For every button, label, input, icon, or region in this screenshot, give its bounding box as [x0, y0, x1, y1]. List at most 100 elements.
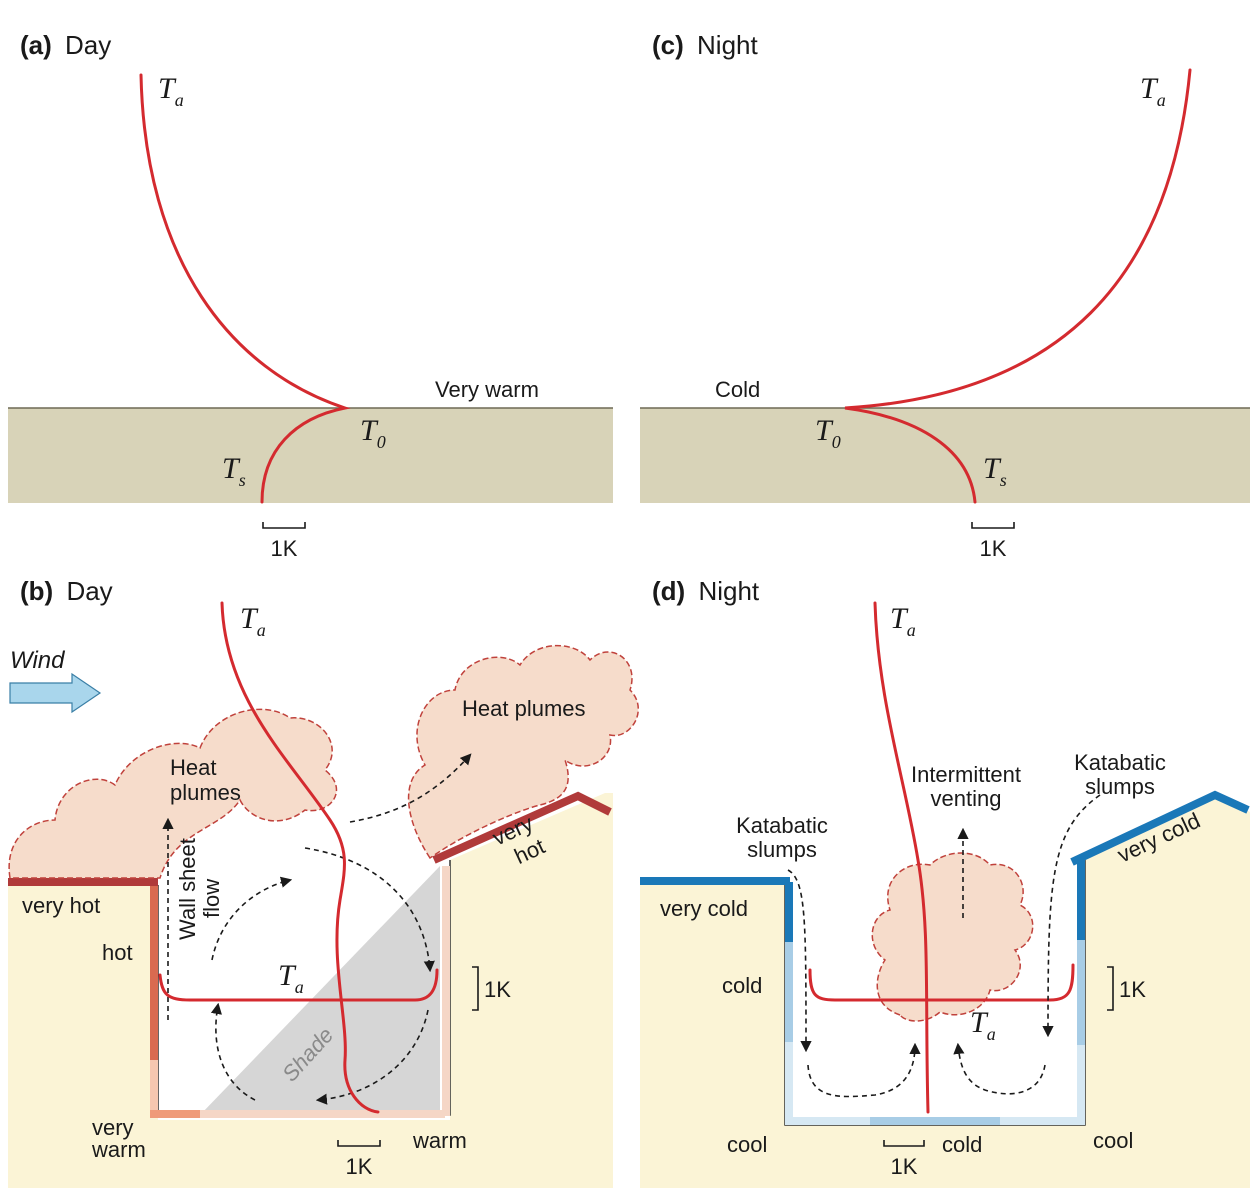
cold-wall-label: cold — [722, 973, 762, 998]
intermittent-venting-line1: Intermittent — [911, 762, 1021, 787]
cool-left-label: cool — [727, 1132, 767, 1157]
ground-layer-c — [640, 408, 1250, 503]
t0-label-a: T0 — [360, 414, 386, 452]
surface-label-a: Very warm — [435, 377, 539, 402]
vortex-arrow-upper-left — [211, 876, 293, 961]
roof-right-d — [1070, 790, 1250, 866]
scale-bar-d-h — [883, 1140, 925, 1147]
heat-plumes-right: Heat plumes — [462, 696, 586, 721]
ta-label-b-canyon: Ta — [278, 959, 304, 997]
cool-wall-right — [1077, 1045, 1085, 1125]
venting-plume — [871, 852, 1034, 1022]
vortex-arrow-lower-left — [210, 1002, 256, 1101]
scale-label-b-v: 1K — [484, 977, 511, 1002]
katabatic-right-line1: Katabatic — [1074, 750, 1166, 775]
temperature-profile-c — [844, 68, 1192, 504]
very-cold-wall-right — [1077, 860, 1085, 940]
panel-a-tag: (a) — [20, 30, 52, 60]
temperature-profile-d-vertical — [873, 601, 930, 1114]
panel-b-title: Day — [66, 576, 112, 606]
scale-bar-b-v — [472, 966, 479, 1011]
scale-bar-d-v — [1107, 966, 1114, 1011]
svg-text:(c) Night: (c) Night — [652, 30, 758, 60]
katabatic-left-line1: Katabatic — [736, 813, 828, 838]
outflow-arrow — [349, 753, 472, 823]
hot-wall-segment — [150, 885, 158, 1060]
temperature-profile-a — [139, 73, 351, 504]
panel-c: (c) Night Ta T0 Ts Cold 1K — [640, 30, 1250, 561]
panel-d-tag: (d) — [652, 576, 685, 606]
ta-label-d-canyon: Ta — [970, 1006, 996, 1044]
ground-layer-a — [8, 408, 613, 503]
scale-bar-c — [971, 522, 1015, 529]
warm-floor-segment — [200, 1110, 445, 1118]
shade-region — [200, 866, 440, 1115]
warm-wall-segment — [150, 1060, 158, 1115]
panel-a-title: Day — [65, 30, 111, 60]
svg-text:(d) Night: (d) Night — [652, 576, 760, 606]
right-wall-warm — [442, 866, 450, 1116]
svg-text:flow: flow — [199, 879, 224, 918]
surface-label-c: Cold — [715, 377, 760, 402]
scale-bar-a — [262, 522, 306, 529]
cold-floor-center — [870, 1117, 1000, 1125]
temperature-profile-d-horizontal — [808, 963, 1075, 1002]
katabatic-right-line2: slumps — [1085, 774, 1155, 799]
scale-label-b-h: 1K — [346, 1154, 373, 1179]
very-cold-left-label: very cold — [660, 896, 748, 921]
very-warm-floor-segment — [150, 1110, 200, 1118]
scale-label-d-v: 1K — [1119, 977, 1146, 1002]
heat-plumes-left-line2: plumes — [170, 780, 241, 805]
very-warm-label-line1: very — [92, 1115, 134, 1140]
scale-label-a: 1K — [271, 536, 298, 561]
cool-floor-left — [793, 1117, 870, 1125]
svg-text:(a) Day: (a) Day — [20, 30, 111, 60]
ts-label-a: Ts — [222, 452, 246, 490]
very-hot-left-label: very hot — [22, 893, 100, 918]
building-right-d — [640, 795, 1250, 1188]
panel-b-tag: (b) — [20, 576, 53, 606]
building-left-b — [8, 885, 158, 1115]
ts-label-c: Ts — [983, 452, 1007, 490]
very-warm-label-line2: warm — [91, 1137, 146, 1162]
svg-text:(b) Day: (b) Day — [20, 576, 113, 606]
cool-wall-left — [785, 1042, 793, 1125]
warm-label: warm — [412, 1128, 467, 1153]
cool-right-label: cool — [1093, 1128, 1133, 1153]
katabatic-arrow-right — [1042, 794, 1101, 1038]
hot-label: hot — [102, 940, 133, 965]
building-left-d — [640, 882, 785, 1125]
scale-label-c: 1K — [980, 536, 1007, 561]
cold-wall-right — [1077, 940, 1085, 1045]
heat-plume-left — [8, 708, 338, 879]
wall-sheet-flow-label: Wall sheet flow — [175, 838, 224, 940]
ta-label-a: Ta — [158, 72, 184, 110]
panel-c-tag: (c) — [652, 30, 684, 60]
heat-plumes-left-line1: Heat — [170, 755, 216, 780]
recirculation-arrow-left — [807, 1042, 921, 1098]
wind-arrow-icon — [9, 672, 102, 714]
temperature-profile-b-horizontal — [158, 968, 439, 1002]
scale-label-d-h: 1K — [891, 1154, 918, 1179]
ta-label-d-top: Ta — [890, 602, 916, 640]
cold-wall-left — [785, 942, 793, 1042]
panel-d-title: Night — [698, 576, 759, 606]
scale-bar-b-h — [337, 1140, 381, 1147]
cool-floor-right — [1000, 1117, 1077, 1125]
ta-label-c: Ta — [1140, 72, 1166, 110]
roof-right-b — [432, 791, 612, 864]
building-right-b — [8, 793, 613, 1188]
temperature-profile-b-vertical — [220, 601, 380, 1114]
svg-text:Wall sheet: Wall sheet — [175, 838, 200, 940]
katabatic-arrow-left — [787, 869, 812, 1053]
vortex-arrow-lower-right — [315, 1009, 429, 1105]
very-cold-wall-left — [785, 882, 793, 942]
panel-b: Wind (b) Day Ta Ta Heat plumes Heat plum… — [8, 576, 640, 1188]
recirculation-arrow-right — [953, 1042, 1046, 1095]
vortex-arrow-upper-right — [304, 847, 435, 973]
heat-plume-right — [407, 644, 640, 860]
panel-d: (d) Night Ta Ta Intermittent venting Kat… — [640, 576, 1250, 1188]
panel-a: (a) Day Ta T0 Ts Very warm 1K — [8, 30, 613, 561]
panel-c-title: Night — [697, 30, 758, 60]
